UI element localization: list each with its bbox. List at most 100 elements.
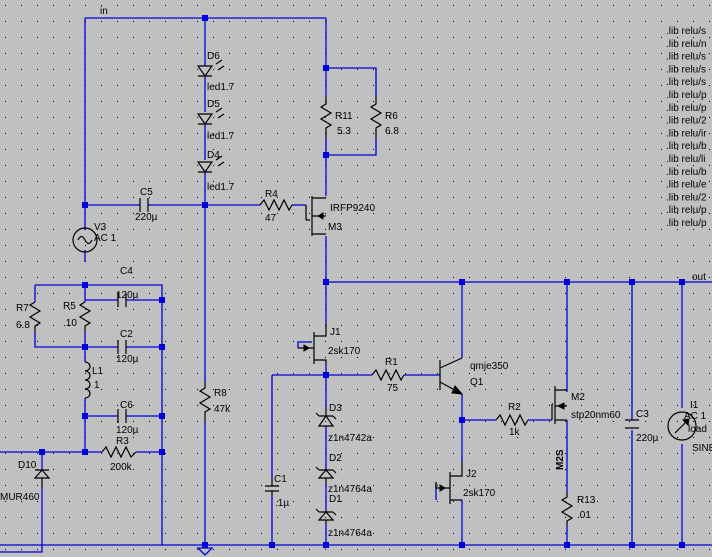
lib-line[interactable]: .lib relu/s xyxy=(666,77,706,88)
resistor-r5[interactable]: R5 .10 xyxy=(63,301,92,332)
capacitor-c5[interactable]: C5 220µ xyxy=(135,187,158,223)
c2-ref: C2 xyxy=(120,329,133,340)
lib-line[interactable]: .lib relu/s xyxy=(666,52,706,63)
i1-load: load xyxy=(688,424,707,435)
m3-value: IRFP9240 xyxy=(330,203,375,214)
lib-line[interactable]: .lib relu/s xyxy=(666,26,706,37)
resistor-r2[interactable]: R2 1k xyxy=(495,402,529,438)
lib-directives[interactable]: .lib relu/s.lib relu/n.lib relu/s.lib re… xyxy=(666,26,707,229)
r11-ref: R11 xyxy=(335,111,353,122)
lib-line[interactable]: .lib relu/p xyxy=(666,103,707,114)
d5-value: led1.7 xyxy=(207,131,235,142)
lib-line[interactable]: .lib relu/s xyxy=(666,64,706,75)
capacitor-c1[interactable]: C1 .1µ xyxy=(265,474,289,509)
i1-value: AC 1 xyxy=(684,411,707,422)
net-label-out: out xyxy=(692,272,706,283)
zener-d3[interactable]: D3 z1n4742a xyxy=(315,403,372,444)
lib-line[interactable]: .lib relu/p xyxy=(666,90,707,101)
c4-ref: C4 xyxy=(120,266,133,277)
l1-ref: L1 xyxy=(92,366,104,377)
m2-value: stp20nm60 xyxy=(571,410,621,421)
j2-value: 2sk170 xyxy=(463,488,496,499)
mosfet-m3[interactable]: IRFP9240 M3 xyxy=(305,196,375,236)
jfet-j1[interactable]: J1 2sk170 xyxy=(298,323,361,365)
c6-ref: C6 xyxy=(120,400,133,411)
r3-value: 200k xyxy=(110,462,133,473)
r11-value: 5.3 xyxy=(337,126,351,137)
m2s-label: M2S xyxy=(555,449,566,470)
d5-ref: D5 xyxy=(207,99,220,110)
c2-value: 120µ xyxy=(116,354,139,365)
r6-ref: R6 xyxy=(385,111,398,122)
r8-ref: R8 xyxy=(214,388,227,399)
r1-value: 75 xyxy=(387,383,399,394)
lib-line[interactable]: .lib relu/p xyxy=(666,218,707,229)
inductor-l1[interactable]: L1 1 xyxy=(84,361,104,399)
net-label-in: in xyxy=(100,6,108,17)
resistor-r8[interactable]: R8 47k xyxy=(198,382,231,422)
r5-value: .10 xyxy=(63,318,77,329)
r6-value: 6.8 xyxy=(385,126,399,137)
c3-value: 220µ xyxy=(636,433,659,444)
resistor-r1[interactable]: R1 75 xyxy=(371,357,405,394)
lib-line[interactable]: .lib relu/2 xyxy=(666,192,707,203)
lib-line[interactable]: .lib relu/e xyxy=(666,180,707,191)
resistor-r4[interactable]: R4 47 xyxy=(259,189,293,224)
r4-ref: R4 xyxy=(265,189,278,200)
capacitor-c4[interactable]: C4 120µ xyxy=(116,266,139,307)
r13-value: .01 xyxy=(577,510,591,521)
ground-symbol[interactable] xyxy=(196,547,214,556)
led-d4[interactable]: D4 led1.7 xyxy=(196,150,235,193)
resistor-r11[interactable]: R11 5.3 xyxy=(319,96,353,138)
d10-ref: D10 xyxy=(18,460,37,471)
d3-value: z1n4742a xyxy=(328,433,372,444)
led-d6[interactable]: D6 led1.7 xyxy=(196,51,235,93)
current-source-i1[interactable]: I1 AC 1 load SINE xyxy=(667,400,712,454)
lib-line[interactable]: .lib relu/ir xyxy=(666,128,707,139)
junctions xyxy=(39,15,685,548)
c5-value: 220µ xyxy=(135,212,158,223)
lib-line[interactable]: .lib relu/2 xyxy=(666,116,707,127)
zener-d2[interactable]: D2 z1n4764a xyxy=(315,453,372,495)
l1-value: 1 xyxy=(94,380,100,391)
d4-value: led1.7 xyxy=(207,182,235,193)
i1-ref: I1 xyxy=(690,400,699,411)
resistor-r13[interactable]: R13 .01 xyxy=(560,492,596,525)
d6-value: led1.7 xyxy=(207,82,235,93)
d2-value: z1n4764a xyxy=(328,484,372,495)
capacitor-c3[interactable]: C3 220µ xyxy=(625,409,659,444)
r2-ref: R2 xyxy=(508,402,521,413)
m2-ref: M2 xyxy=(571,392,585,403)
resistor-r6[interactable]: R6 6.8 xyxy=(369,96,399,138)
transistor-q1[interactable]: qmje350 Q1 xyxy=(439,357,509,395)
capacitor-c6[interactable]: C6 120µ xyxy=(116,400,139,436)
lib-line[interactable]: .lib relu/n xyxy=(666,39,707,50)
lib-line[interactable]: .lib relu/b xyxy=(666,141,707,152)
r13-ref: R13 xyxy=(577,495,596,506)
d1-ref: D1 xyxy=(329,494,342,505)
resistor-r7[interactable]: R7 6.8 xyxy=(16,301,42,332)
capacitor-c2[interactable]: C2 120µ xyxy=(116,329,139,365)
j1-ref: J1 xyxy=(330,327,341,338)
v3-ref: V3 xyxy=(94,222,107,233)
diode-d10[interactable]: D10 MUR460 xyxy=(0,460,51,503)
d4-ref: D4 xyxy=(207,150,220,161)
lib-line[interactable]: .lib relu/p xyxy=(666,205,707,216)
lib-line[interactable]: .lib relu/b xyxy=(666,167,707,178)
q1-value: qmje350 xyxy=(470,361,509,372)
jfet-j2[interactable]: J2 2sk170 xyxy=(435,462,496,504)
resistor-r3[interactable]: R3 200k xyxy=(101,436,137,473)
voltage-source-v3[interactable]: V3 AC 1 xyxy=(72,222,117,253)
c1-ref: C1 xyxy=(274,474,287,485)
c5-ref: C5 xyxy=(140,187,153,198)
c1-value: .1µ xyxy=(275,498,289,509)
r7-ref: R7 xyxy=(16,303,29,314)
led-d5[interactable]: D5 led1.7 xyxy=(196,99,235,142)
zener-d1[interactable]: D1 z1n4764a xyxy=(315,494,372,539)
r2-value: 1k xyxy=(509,427,521,438)
c3-ref: C3 xyxy=(636,409,649,420)
mosfet-m2[interactable]: M2 stp20nm60 xyxy=(551,386,621,424)
lib-line[interactable]: .lib relu/li xyxy=(666,154,705,165)
